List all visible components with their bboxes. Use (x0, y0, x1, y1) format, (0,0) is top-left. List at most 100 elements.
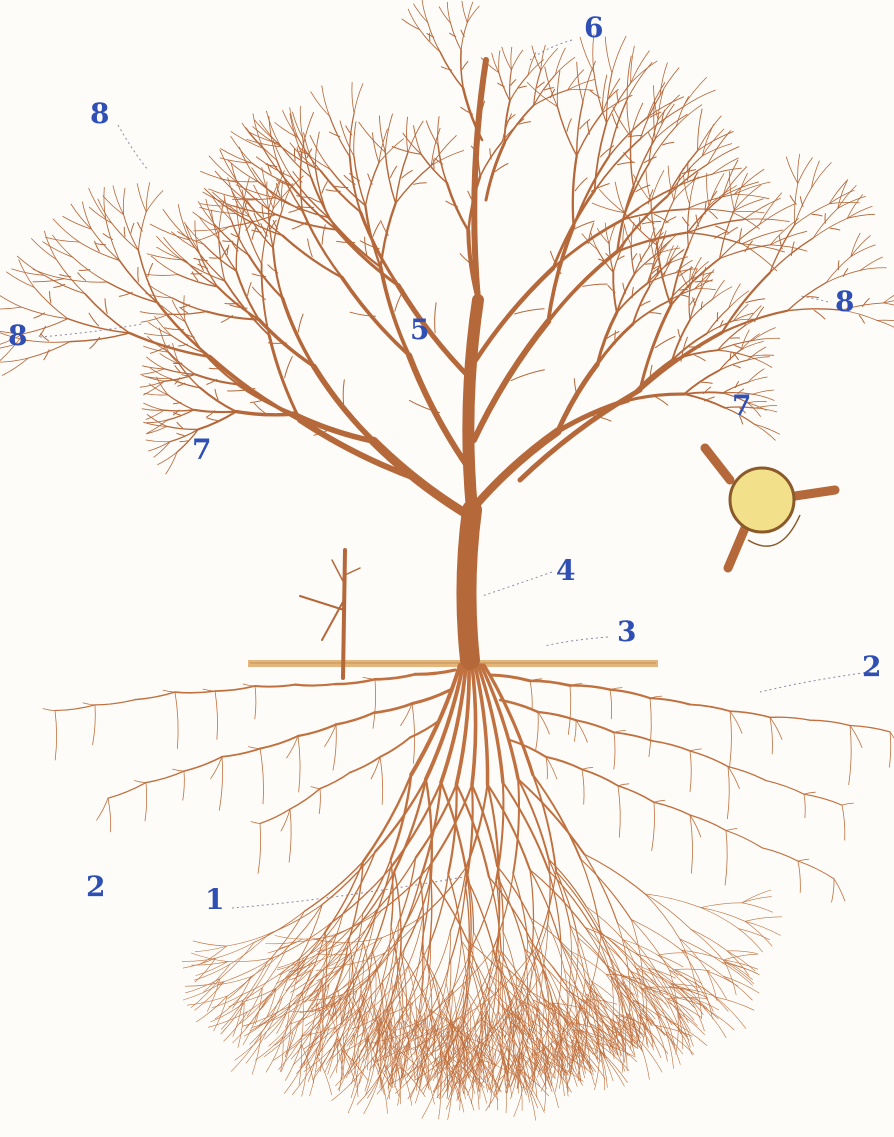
label-2-right: 2 (862, 653, 881, 681)
label-7-right: 7 (732, 392, 751, 420)
branch (690, 173, 697, 204)
branch (877, 320, 894, 332)
twig (812, 214, 822, 216)
twig (695, 355, 705, 360)
root (191, 953, 228, 962)
branch (612, 36, 626, 73)
branch (467, 2, 473, 23)
root (463, 1056, 464, 1084)
twig (655, 337, 675, 348)
fibrous-root (183, 771, 185, 800)
root (584, 854, 617, 923)
twig (740, 229, 742, 242)
cross-section-branch-lower (728, 528, 745, 568)
root (727, 951, 757, 954)
branch (753, 394, 774, 400)
scaffold-right-low (520, 390, 640, 480)
branch (402, 19, 420, 30)
twig (95, 241, 100, 251)
branch (253, 127, 282, 147)
branch (660, 63, 667, 96)
branch (33, 269, 64, 279)
root (645, 894, 691, 930)
branch (577, 62, 583, 102)
branch (605, 37, 612, 73)
lateral-root (614, 732, 652, 740)
twig (194, 258, 207, 260)
lateral-root (412, 690, 450, 704)
root (530, 870, 534, 950)
twig (124, 227, 125, 237)
branch (352, 82, 354, 113)
branch (860, 268, 886, 271)
branch (749, 357, 772, 368)
root (745, 921, 780, 935)
fibrous-root (43, 709, 55, 711)
twig (746, 299, 765, 303)
fibrous-root (319, 789, 320, 814)
root (516, 977, 517, 1012)
twig (343, 380, 344, 404)
fibrous-root (258, 824, 261, 874)
root (365, 1057, 372, 1091)
twig (800, 197, 803, 207)
branch (256, 157, 291, 177)
branch (103, 196, 124, 215)
twig (276, 184, 280, 197)
root (246, 1031, 267, 1063)
root (742, 890, 771, 903)
branch (695, 289, 716, 290)
root (542, 924, 547, 971)
twig (733, 365, 740, 368)
lateral-root (55, 705, 95, 711)
branch (462, 1, 467, 23)
branch (89, 207, 111, 223)
root (348, 1071, 362, 1113)
root (233, 1014, 258, 1043)
root (492, 959, 496, 1019)
cross-section-disc (730, 468, 794, 532)
lateral-root (415, 670, 455, 674)
branch (883, 299, 894, 303)
lateral-root (95, 700, 135, 705)
branch (164, 238, 186, 261)
fibrous-root (55, 711, 57, 760)
root (347, 993, 357, 1020)
twig (60, 275, 71, 277)
twig (298, 314, 303, 332)
root (631, 920, 643, 976)
twig (575, 178, 587, 191)
fibrous-root (834, 879, 845, 901)
fibrous-root (614, 732, 615, 769)
root (727, 951, 755, 971)
root (667, 997, 707, 998)
branch (502, 47, 512, 70)
branch (290, 108, 298, 138)
branch (354, 84, 363, 114)
fibrous-root (730, 711, 742, 733)
lateral-root (295, 684, 335, 685)
lateral-root (215, 686, 255, 691)
branch (123, 188, 125, 215)
root (348, 910, 382, 947)
twig (650, 112, 661, 117)
root (472, 665, 476, 785)
twig (830, 228, 840, 230)
branch (0, 307, 21, 309)
twig (537, 82, 544, 88)
cross-section-branch-upper-left (705, 448, 730, 480)
root (680, 939, 708, 971)
branch (829, 180, 847, 204)
root (522, 1006, 524, 1052)
branch (146, 410, 164, 419)
fibrous-root (798, 861, 800, 892)
branch (748, 369, 764, 383)
lateral-root (530, 681, 570, 686)
root (382, 916, 423, 938)
ground-line (248, 660, 658, 667)
lateral-root (726, 831, 762, 848)
root (484, 665, 533, 775)
label-8-left: 8 (8, 322, 27, 350)
branch (146, 274, 178, 275)
